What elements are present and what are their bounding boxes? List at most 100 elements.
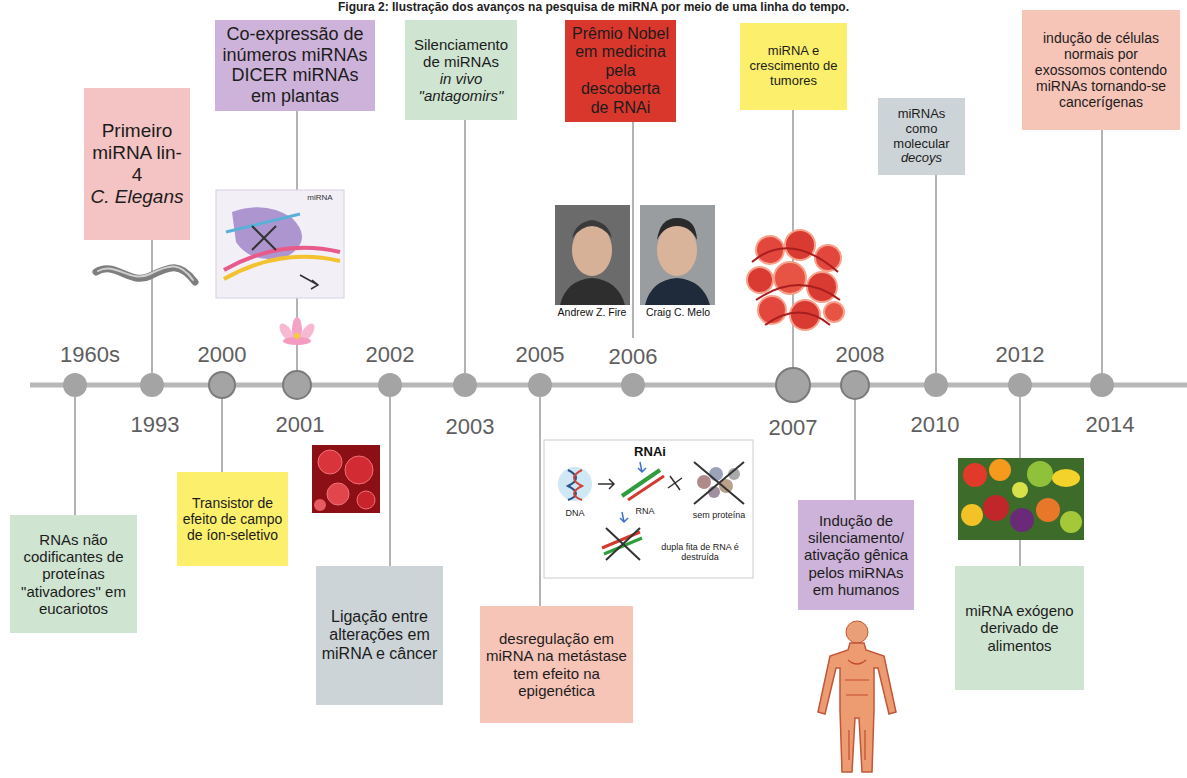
- fruit: [1027, 461, 1053, 487]
- fruit: [1010, 508, 1034, 532]
- leader-line: [935, 175, 937, 373]
- cross-mark: [606, 528, 640, 560]
- timeline-dot: [140, 373, 164, 397]
- event-text: miRNAs como molecular: [883, 107, 960, 152]
- event-box: Prêmio Nobel em medicina pela descoberta…: [565, 20, 676, 122]
- portrait-shirt: [560, 278, 625, 305]
- timeline-dot: [378, 373, 402, 397]
- person-name: Andrew Z. Fire: [558, 307, 627, 319]
- protein-ball: [697, 475, 711, 489]
- event-box: RNAs não codificantes de proteínas "ativ…: [10, 515, 137, 633]
- event-text: Co-expressão de inúmeros miRNAs DICER mi…: [220, 24, 370, 107]
- year-label: 2002: [366, 343, 415, 367]
- event-text: miRNA e crescimento de tumores: [745, 44, 842, 89]
- rna-strand: [224, 257, 340, 279]
- fruit: [1052, 469, 1080, 487]
- event-text: Ligação entre alterações em miRNA e cânc…: [321, 608, 438, 663]
- tumour-cell: [824, 302, 844, 322]
- human-body: [818, 643, 896, 772]
- blood-cell: [314, 499, 326, 511]
- small-arrow: [620, 512, 628, 522]
- event-text: desregulação em miRNA na metástase tem e…: [485, 630, 628, 699]
- timeline-dot: [776, 368, 810, 402]
- human-head: [846, 621, 868, 643]
- portrait-hair: [657, 218, 697, 240]
- rna-strand: [226, 214, 300, 232]
- blood-cell: [357, 491, 375, 509]
- dna-icon: [558, 467, 592, 501]
- blood-cell: [345, 456, 373, 484]
- worm-highlight: [98, 266, 193, 280]
- timeline-dot: [528, 373, 552, 397]
- event-box: Primeiro miRNA lin-4C. Elegans: [84, 88, 190, 240]
- event-box: Silenciamento de miRNAsin vivo "antagomi…: [405, 20, 517, 120]
- fruit: [989, 459, 1011, 481]
- not-equal-sign: [668, 476, 682, 490]
- year-label: 2010: [911, 413, 960, 437]
- tumour-cell: [785, 230, 815, 260]
- blood-photo: [312, 445, 380, 513]
- leader-line: [464, 120, 466, 373]
- fruit: [963, 463, 987, 487]
- timeline-dot: [453, 373, 477, 397]
- tumour-vessel: [752, 248, 840, 325]
- event-text: RNAs não codificantes de proteínas "ativ…: [15, 531, 132, 617]
- event-box: Indução de silenciamento/ ativação gênic…: [798, 500, 914, 610]
- portrait-face: [657, 224, 697, 276]
- fruit: [1012, 482, 1028, 498]
- year-label: 2001: [276, 413, 325, 437]
- scissors-blade: [252, 226, 276, 250]
- leader-line: [854, 399, 856, 500]
- event-text: Silenciamento de miRNAs: [410, 36, 512, 71]
- timeline-dot: [621, 373, 645, 397]
- small-arrow: [300, 275, 318, 289]
- year-label: 2014: [1086, 413, 1135, 437]
- fruit: [1036, 498, 1060, 522]
- event-box: Transistor de efeito de campo de íon-sel…: [177, 472, 288, 566]
- dna-helix: [574, 470, 582, 500]
- event-box: miRNA e crescimento de tumores: [740, 23, 847, 110]
- cross-mark: [694, 462, 744, 504]
- panel-heading: RNAi: [634, 445, 666, 459]
- portrait-hair: [572, 220, 612, 238]
- muscle-lines: [845, 660, 869, 760]
- timeline-dot: [1090, 373, 1114, 397]
- event-box: indução de células normais por exossomos…: [1022, 10, 1180, 130]
- timeline-dot: [283, 371, 311, 399]
- protein-ball: [709, 467, 723, 481]
- event-box: desregulação em miRNA na metástase tem e…: [480, 606, 633, 723]
- fruit-photo: [958, 458, 1084, 540]
- event-text: Primeiro miRNA lin-4: [89, 120, 185, 186]
- year-label: 2007: [769, 416, 818, 440]
- leader-line: [221, 398, 223, 472]
- rna-duplex: [604, 538, 642, 554]
- leader-line: [151, 240, 153, 373]
- blood-cell: [318, 450, 342, 474]
- year-label: 2003: [446, 415, 495, 439]
- event-text: Indução de silenciamento/ ativação gênic…: [803, 512, 909, 598]
- diagram-label: dupla fita de RNA é destruída: [654, 543, 746, 563]
- blood-cell: [327, 483, 349, 505]
- event-box: miRNAs como moleculardecoys: [878, 98, 965, 175]
- tumour-cell: [756, 236, 784, 264]
- portrait-photo: [555, 205, 630, 305]
- event-text: Transistor de efeito de campo de íon-sel…: [182, 495, 283, 543]
- process-arrow: [598, 479, 614, 489]
- tumour-cell: [747, 267, 773, 293]
- year-label: 1960s: [60, 343, 120, 367]
- rna-strand: [628, 476, 664, 500]
- timeline-dot: [841, 371, 869, 399]
- timeline-dot: [209, 372, 235, 398]
- diagram-label: sem proteína: [693, 511, 746, 521]
- timeline-dot: [1008, 373, 1032, 397]
- lotus-center: [294, 333, 300, 339]
- year-label: 2008: [836, 343, 885, 367]
- event-text: decoys: [901, 151, 942, 166]
- event-box: Ligação entre alterações em miRNA e cânc…: [316, 566, 443, 705]
- portrait-photo: [640, 205, 715, 305]
- small-arrow: [638, 462, 646, 472]
- leader-line: [389, 397, 391, 566]
- dicer-panel: [216, 190, 344, 298]
- event-box: Co-expressão de inúmeros miRNAs DICER mi…: [215, 20, 375, 111]
